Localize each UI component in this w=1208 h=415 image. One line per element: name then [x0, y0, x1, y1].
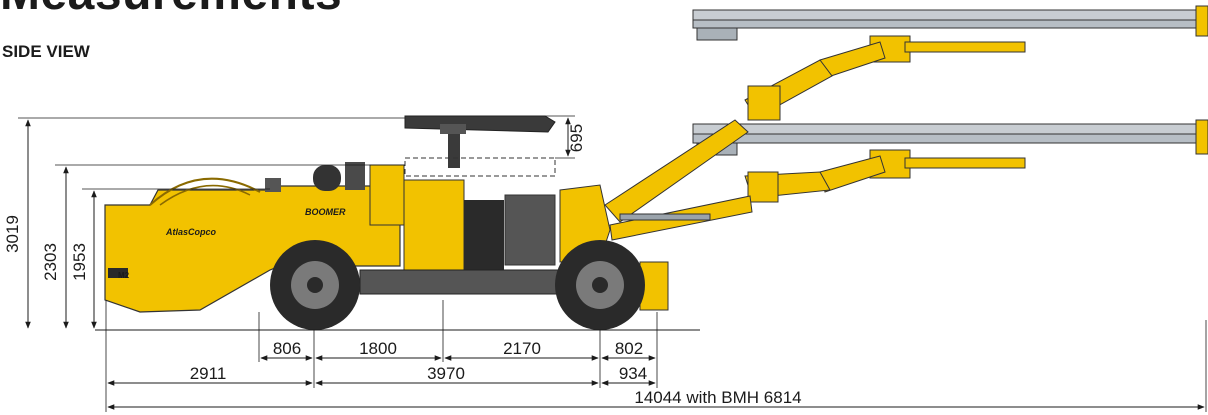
dim-extension-lines	[105, 300, 658, 412]
dim-total-height-label: 3019	[3, 215, 22, 253]
dim-mid-front-label: 1800	[359, 339, 397, 358]
dim-cab-height-label: 2303	[41, 243, 60, 281]
dim-body-height-label: 1953	[70, 243, 89, 281]
rear-wheel	[270, 240, 360, 330]
raised-canopy	[404, 115, 556, 177]
dim-wheelbase-label: 3970	[427, 364, 465, 383]
boom-cylinder	[619, 213, 711, 221]
dim-front-overhang-label: 802	[615, 339, 643, 358]
carrier-body	[104, 162, 611, 313]
dim-rear-overhang-label: 806	[273, 339, 301, 358]
badge-label: M2	[118, 271, 130, 280]
drill-boom-upper	[692, 5, 1208, 121]
boom-arm-upper-beam	[604, 119, 749, 223]
dim-overall-length-label: 14044 with BMH 6814	[634, 388, 801, 407]
dim-total-height: 3019	[3, 117, 405, 329]
dim-canopy-raise-label: 695	[567, 124, 586, 152]
view-label: SIDE VIEW	[2, 42, 90, 61]
dim-mid-rear-label: 2170	[503, 339, 541, 358]
dim-body-height: 1953	[70, 188, 270, 329]
dim-front-to-axle-label: 934	[619, 364, 647, 383]
dim-canopy-raise: 695	[545, 115, 586, 159]
front-wheel	[555, 240, 645, 330]
dim-rear-to-axle-label: 2911	[190, 364, 227, 383]
page-title: Measurements	[0, 0, 342, 21]
brand-label: AtlasCopco	[165, 227, 217, 237]
dim-cab-height: 2303	[41, 164, 405, 329]
model-label: BOOMER	[305, 207, 346, 217]
drill-boom-lower	[692, 119, 1208, 203]
